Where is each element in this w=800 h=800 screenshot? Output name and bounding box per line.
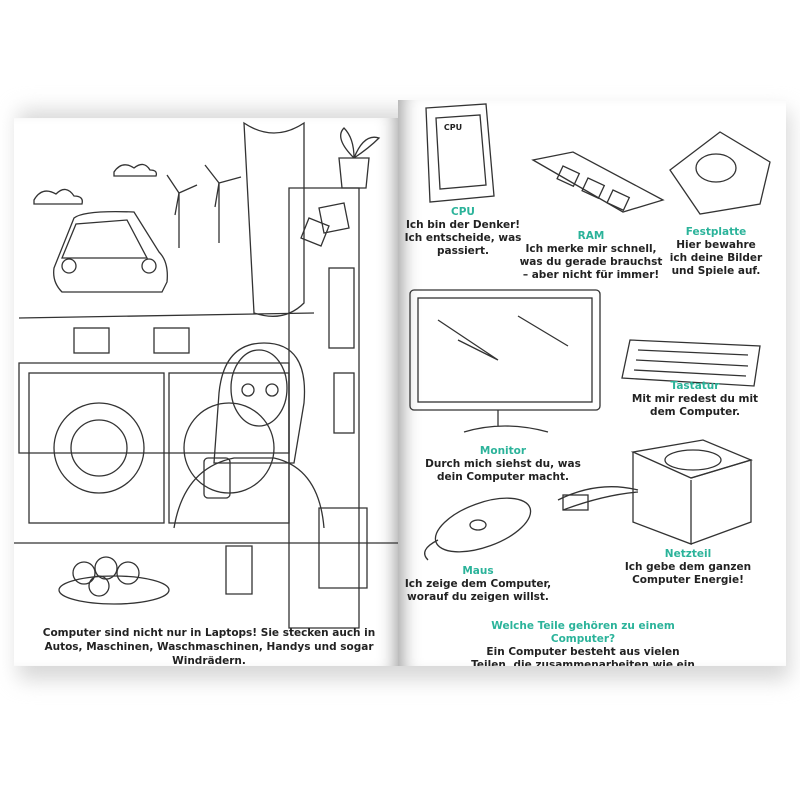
part-text: Ich zeige dem Computer, worauf du zeigen… [404, 578, 552, 603]
glass-icon [225, 545, 253, 595]
part-text: Mit mir redest du mit dem Computer. [631, 393, 759, 418]
cpu-chip-icon [425, 103, 495, 203]
ram-module-icon [531, 151, 665, 213]
part-text: Ich gebe dem ganzen Computer Energie! [624, 561, 752, 586]
left-page-caption: Computer sind nicht nur in Laptops! Sie … [42, 627, 376, 666]
cpu-chip-label: CPU [443, 123, 463, 132]
part-title: Netzteil [664, 548, 712, 560]
car-illustration [53, 210, 168, 293]
part-text: Ich bin der Denker! Ich entscheide, was … [404, 219, 522, 257]
left-page: Computer sind nicht nur in Laptops! Sie … [14, 118, 400, 666]
part-title: CPU [451, 206, 475, 218]
part-title: Festplatte [685, 226, 747, 238]
footer-question: Welche Teile gehören zu einem Computer? [491, 620, 675, 645]
curtain [243, 121, 305, 317]
phone-icon [203, 457, 231, 499]
part-title: RAM [577, 230, 605, 242]
kitchen-illustration [14, 121, 400, 629]
computer-parts-illustrations [409, 103, 771, 561]
footer-text: Ein Computer besteht aus vielen Teilen, … [471, 646, 695, 666]
keyboard-icon [621, 339, 761, 387]
part-text: Durch mich siehst du, was dein Computer … [425, 458, 581, 483]
power-supply-icon [557, 439, 753, 545]
plant-pot [73, 327, 110, 354]
part-text: Ich merke mir schnell, was du gerade bra… [519, 243, 663, 281]
plant-pot [338, 157, 370, 189]
part-text: Hier bewahre ich deine Bilder und Spiele… [669, 239, 763, 277]
cloud-icon [113, 163, 158, 177]
part-title: Maus [462, 565, 494, 577]
girl-illustration [173, 342, 325, 529]
monitor-icon [409, 289, 601, 433]
part-title: Tastatur [670, 380, 720, 392]
tablet-icon [318, 507, 368, 589]
footer: Welche Teile gehören zu einem Computer?E… [468, 620, 698, 666]
wind-turbine-icon [166, 164, 242, 248]
fridge [288, 187, 360, 629]
mouse-icon [424, 497, 532, 561]
hard-drive-icon [669, 131, 771, 215]
part-title: Monitor [479, 445, 527, 457]
cloud-icon [33, 188, 83, 205]
